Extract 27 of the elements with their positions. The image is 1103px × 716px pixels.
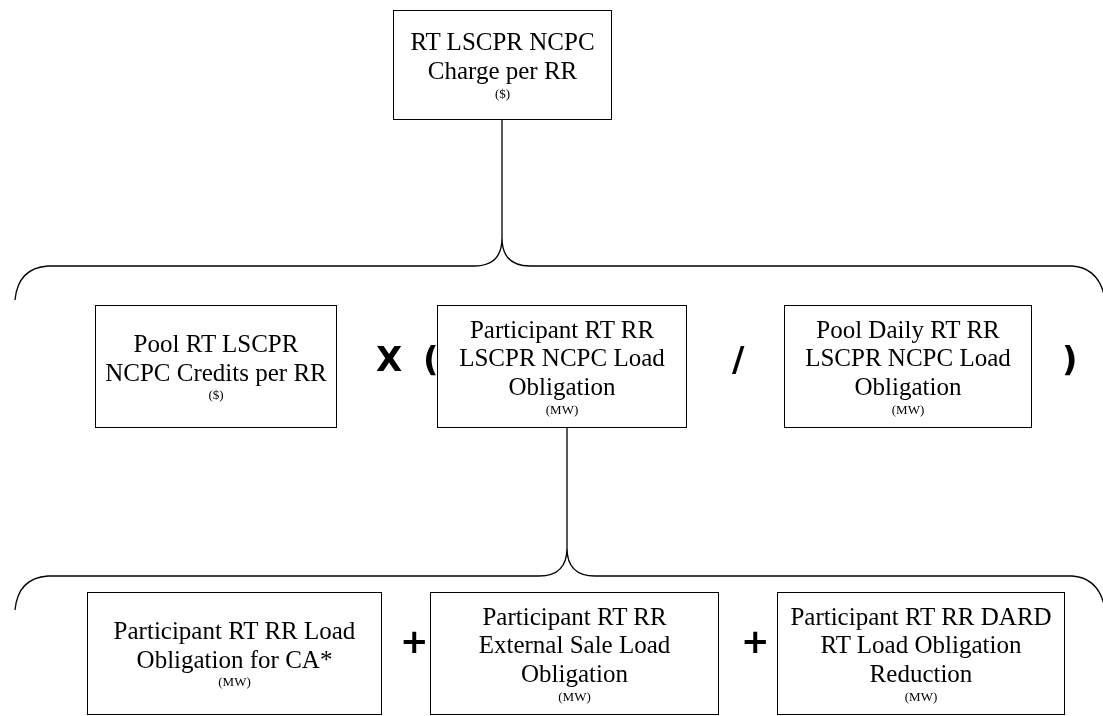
term-label: Participant RT RR External Sale Load Obligation — [477, 602, 672, 689]
formula-box — [430, 592, 719, 715]
formula-box — [437, 305, 687, 428]
unit-label: (MW) — [891, 401, 925, 418]
unit-label: ($) — [208, 387, 224, 404]
term-label: Participant RT RR DARD RT Load Obligation Reduction — [789, 602, 1053, 689]
operator-symbol: ( — [423, 342, 439, 376]
term-label: Participant RT RR LSCPR NCPC Load Obligation — [458, 315, 666, 402]
operator-symbol: / — [732, 342, 745, 376]
formula-box — [784, 305, 1032, 428]
operator-symbol: + — [400, 624, 429, 658]
unit-label: (MW) — [904, 688, 938, 705]
formula-box — [393, 10, 612, 120]
unit-label: ($) — [494, 85, 511, 102]
formula-box — [95, 305, 337, 428]
term-label: RT LSCPR NCPC Charge per RR — [409, 28, 596, 86]
operator-symbol: + — [741, 624, 770, 658]
formula-box — [777, 592, 1065, 715]
term-label: Pool Daily RT RR LSCPR NCPC Load Obligation — [804, 315, 1012, 402]
term-label: Pool RT LSCPR NCPC Credits per RR — [104, 329, 328, 388]
unit-label: (MW) — [218, 674, 251, 691]
unit-label: (MW) — [558, 688, 591, 705]
unit-label: (MW) — [545, 401, 579, 418]
operator-symbol: X — [376, 342, 403, 376]
formula-box — [87, 592, 382, 715]
operator-symbol: ) — [1062, 342, 1078, 376]
term-label: Participant RT RR Load Obligation for CA* — [112, 616, 357, 675]
